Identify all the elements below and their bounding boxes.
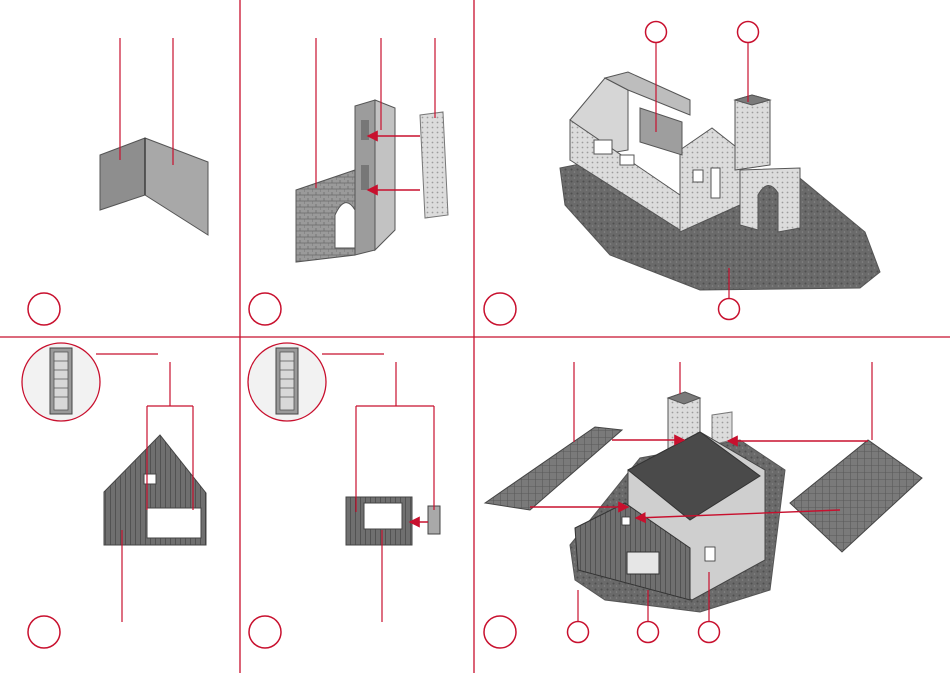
two-wall-corner-part [100,138,208,235]
step-marker-icon [484,293,516,325]
part-callout-icon [568,622,589,643]
roof-half-right-part [790,440,922,552]
window-frame-detail-icon [248,343,326,421]
step-marker-icon [28,293,60,325]
roof-half-left-part [485,427,622,510]
part-callout-line [356,362,434,512]
panel-1 [28,38,208,325]
part-callout-icon [699,622,720,643]
dotted-insert-panel [420,112,448,218]
panel-5 [248,343,440,648]
part-callout-icon [638,622,659,643]
panel-6 [484,362,922,648]
gable-wall-part [104,435,206,545]
panel-4 [22,343,206,648]
step-marker-icon [28,616,60,648]
panel-2 [249,38,448,325]
part-callout-icon [738,22,759,43]
part-callout-icon [646,22,667,43]
panel-3 [484,22,880,326]
step-marker-icon [484,616,516,648]
window-frame-detail-icon [22,343,100,421]
small-wall-part [346,497,440,545]
step-marker-icon [249,293,281,325]
step-marker-icon [249,616,281,648]
part-callout-icon [719,299,740,320]
brick-wall-with-arch-part [296,100,395,262]
